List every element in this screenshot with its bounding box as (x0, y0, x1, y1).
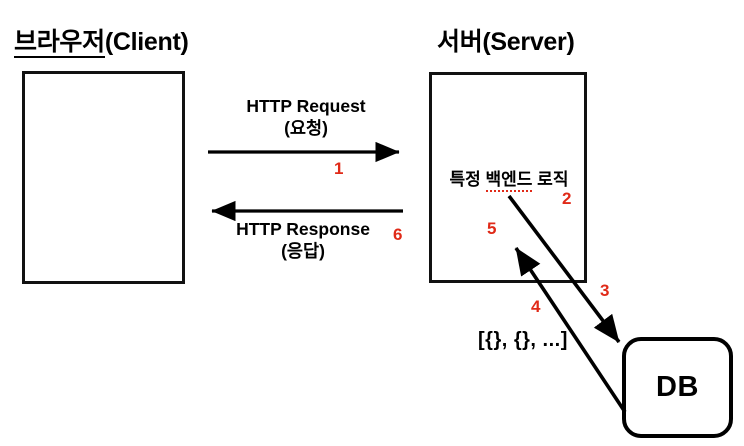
server-logic-spellcheck-term: 백엔드 (485, 170, 533, 192)
step-number-2: 2 (562, 189, 572, 208)
server-logic-prefix: 특정 (449, 170, 486, 189)
database-box: DB (622, 337, 733, 438)
step-number-4: 4 (531, 297, 541, 316)
client-box (22, 71, 185, 284)
array-notation-label: [{}, {}, ...] (478, 329, 568, 351)
server-logic-label: 특정 백엔드 로직 (434, 165, 584, 192)
http-response-label: HTTP Response (응답) (224, 219, 382, 262)
http-response-korean: (응답) (281, 240, 325, 261)
step-number-1: 1 (334, 159, 344, 178)
http-request-title: HTTP Request (246, 96, 366, 116)
http-request-label: HTTP Request (요청) (231, 96, 381, 139)
step-number-6: 6 (393, 225, 403, 244)
client-title: 브라우저(Client) (14, 22, 189, 58)
server-title: 서버(Server) (437, 28, 575, 56)
http-response-title: HTTP Response (236, 219, 370, 239)
database-label: DB (656, 371, 699, 403)
step-number-3: 3 (600, 281, 610, 300)
http-request-korean: (요청) (284, 117, 328, 138)
step-number-5: 5 (487, 219, 497, 238)
client-title-korean: 브라우저 (14, 28, 105, 58)
client-title-latin: (Client) (104, 28, 189, 56)
server-logic-suffix: 로직 (532, 170, 569, 189)
